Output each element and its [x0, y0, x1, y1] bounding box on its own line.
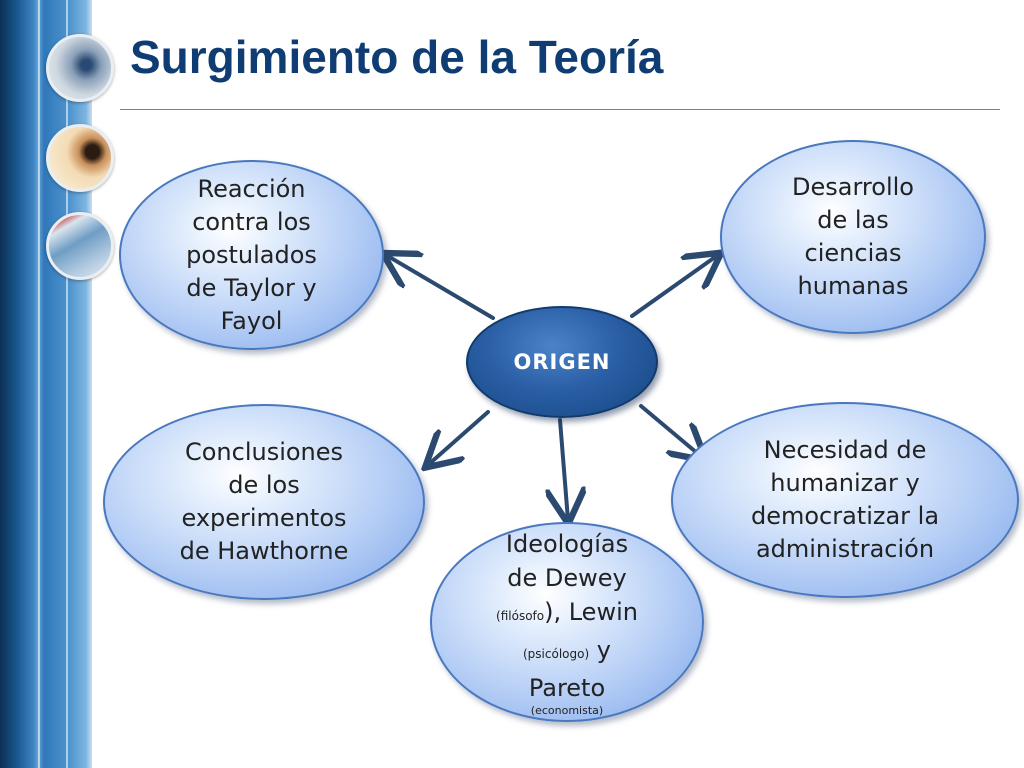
node-text-line: ciencias	[804, 239, 902, 267]
slide-title: Surgimiento de la Teoría	[130, 31, 664, 83]
node-necesidad: Necesidad de humanizar y democratizar la…	[671, 402, 1019, 598]
decorative-photo-thumbnail	[46, 124, 114, 192]
node-text-line: de Taylor y	[186, 273, 317, 302]
node-text-line: Desarrollo	[792, 173, 914, 201]
node-ideologias: Ideologías de Dewey (filósofo), Lewin (p…	[430, 522, 704, 722]
sidebar-stripe	[66, 0, 68, 768]
arrow-to-desarrollo	[630, 255, 718, 318]
node-text-line: Reacción	[197, 174, 306, 203]
arrow-to-ideologias	[560, 418, 568, 520]
node-text-line: Conclusiones	[184, 438, 344, 466]
sidebar-stripe	[38, 0, 40, 768]
arrow-to-reaccion	[386, 255, 495, 320]
node-desarrollo: Desarrollo de las ciencias humanas	[720, 140, 986, 334]
node-text-line: experimentos	[181, 504, 347, 532]
node-origen: ORIGEN	[466, 306, 658, 418]
node-text-line: Fayol	[220, 306, 283, 335]
note-economista: (economista)	[530, 704, 604, 717]
node-reaccion: Reacción contra los postulados de Taylor…	[119, 160, 384, 350]
node-text-line: humanas	[797, 272, 909, 300]
node-text-line: de los	[228, 471, 300, 499]
text-lewin: ), Lewin	[544, 598, 638, 626]
node-text-line: de Dewey	[507, 564, 627, 592]
node-text-line: democratizar la	[750, 502, 940, 530]
node-text-line: humanizar y	[770, 469, 920, 497]
node-text-line: de las	[817, 206, 889, 234]
node-text-line: Necesidad de	[763, 436, 927, 464]
node-conclusiones: Conclusiones de los experimentos de Hawt…	[103, 404, 425, 600]
arrow-to-necesidad	[639, 404, 703, 458]
node-text-line: Ideologías	[505, 530, 629, 558]
note-psicologo: (psicólogo)	[523, 647, 590, 661]
node-text-line: Pareto	[528, 674, 606, 702]
node-text-line: contra los	[192, 207, 311, 236]
note-filosofo: (filósofo	[496, 609, 545, 623]
decorative-photo-thumbnail	[46, 34, 114, 102]
node-text-line: postulados	[186, 240, 317, 269]
node-text-line: (psicólogo) y	[523, 633, 611, 671]
decorative-photo-thumbnail	[46, 212, 114, 280]
node-text-line: administración	[755, 535, 935, 563]
node-text-line: (filósofo), Lewin	[496, 595, 638, 633]
node-text-line: de Hawthorne	[179, 537, 349, 565]
text-y: y	[589, 636, 611, 664]
title-divider	[120, 109, 1000, 110]
arrow-to-conclusiones	[428, 410, 490, 465]
